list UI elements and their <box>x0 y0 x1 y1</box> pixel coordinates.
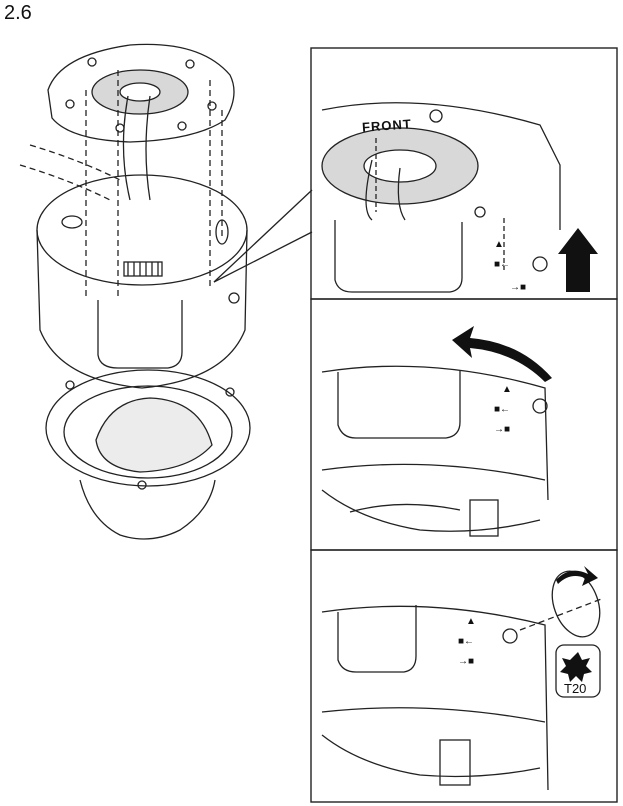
screw-tighten-icon <box>551 566 601 638</box>
step-number: 2.6 <box>4 2 32 24</box>
svg-text:→■: →■ <box>494 424 510 435</box>
svg-text:▲: ▲ <box>466 616 476 627</box>
torx-size-label: T20 <box>564 681 587 696</box>
svg-text:▲: ▲ <box>502 384 512 395</box>
up-arrow-icon <box>558 228 598 292</box>
svg-text:→■: →■ <box>510 282 526 293</box>
torx-bit-icon <box>555 644 601 698</box>
lock-symbol-icon: ▲ <box>494 239 504 250</box>
svg-text:■←: ■← <box>458 636 474 647</box>
svg-text:→■: →■ <box>458 656 474 667</box>
ceiling-mount-bracket-icon <box>47 43 235 143</box>
dome-camera-housing-icon <box>36 174 248 389</box>
unlock-symbol-icon: ■← <box>494 259 510 270</box>
svg-text:■←: ■← <box>494 404 510 415</box>
rotate-arrow-icon <box>452 326 552 382</box>
dome-cover-icon <box>45 369 251 540</box>
